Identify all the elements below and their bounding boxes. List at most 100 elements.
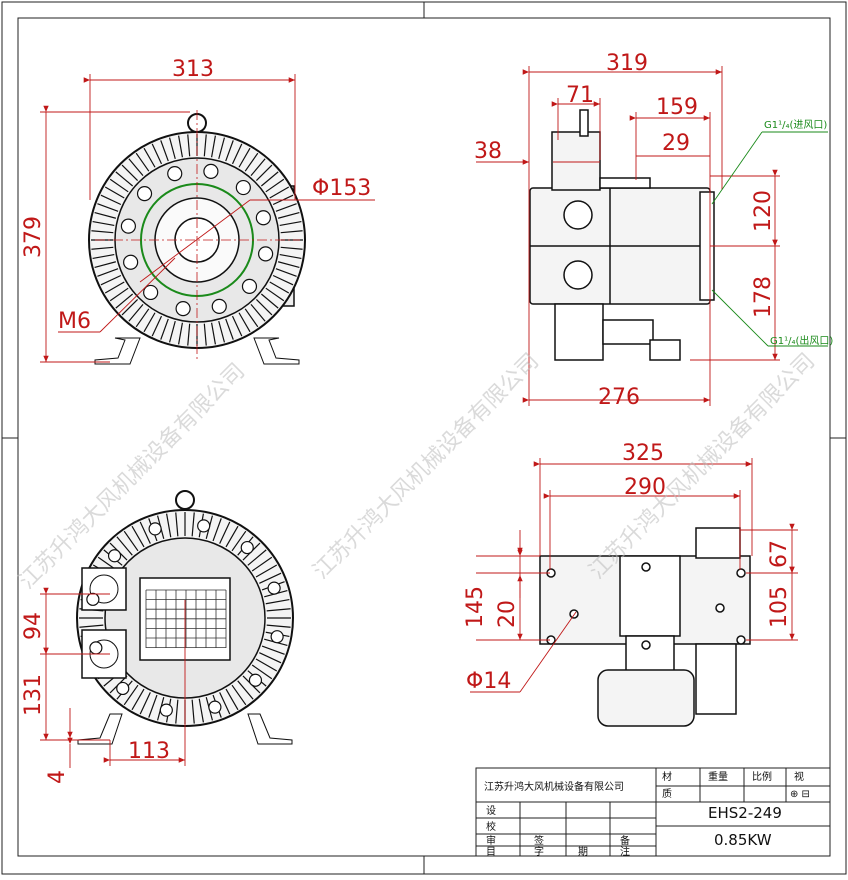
cooling-fin [237, 680, 254, 700]
bolt-hole [241, 278, 258, 294]
cooling-fin [135, 308, 150, 328]
dim-side-overall: 319 [606, 51, 648, 76]
watermark-2: 江苏升鸿大风机械设备有限公司 [309, 349, 544, 584]
title-block [475, 767, 831, 857]
bolt-hole [208, 700, 222, 714]
dim-thread: M6 [58, 309, 91, 334]
title-model: EHS2-249 [708, 804, 782, 822]
label-inlet: G1¹/₄(进风口) [764, 119, 827, 131]
cooling-fin [151, 143, 163, 165]
cooling-fin [191, 512, 195, 537]
dim-bottom-145: 145 [463, 586, 488, 628]
cooling-fin [275, 268, 297, 277]
title-company: 江苏升鸿大风机械设备有限公司 [484, 780, 624, 793]
title-view: 视 [794, 770, 804, 783]
cooling-fin [104, 281, 125, 294]
cooling-fin [225, 525, 239, 548]
cooling-fin [94, 211, 117, 219]
cooling-fin [97, 268, 119, 277]
cooling-fin [247, 549, 267, 566]
cooling-fin [255, 658, 278, 672]
cooling-fin [91, 230, 114, 234]
cooling-fin [191, 699, 195, 724]
cooling-fin [260, 171, 279, 187]
cooling-fin [250, 303, 266, 322]
cooling-fin [100, 194, 122, 206]
bolt-hole [89, 641, 103, 655]
cooling-fin [92, 221, 115, 227]
cooling-fin [238, 147, 251, 168]
dim-side-38: 38 [474, 139, 502, 164]
cooling-fin [279, 221, 302, 227]
title-material: 材 [662, 770, 672, 783]
bolt-hole [235, 179, 251, 196]
title-design: 设 [486, 805, 496, 817]
cooling-fin [135, 152, 150, 172]
bolt-hole [159, 703, 173, 717]
cooling-fin [231, 684, 247, 706]
cooling-fin [97, 203, 119, 212]
cooling-fin [265, 287, 285, 302]
bolt-hole [167, 166, 183, 182]
cooling-fin [269, 186, 290, 199]
cooling-fin [212, 518, 222, 542]
cooling-fin [131, 688, 145, 711]
bolt-hole [258, 246, 274, 262]
cooling-fin [277, 261, 300, 269]
dim-side-71: 71 [566, 83, 594, 108]
cooling-fin [231, 315, 243, 337]
dim-bottom-105: 105 [767, 586, 792, 628]
cooling-fin [175, 699, 179, 724]
bolt-hole [136, 186, 153, 202]
bolt-hole [211, 298, 227, 314]
cooling-fin [238, 312, 251, 333]
cooling-fin [203, 323, 207, 346]
cooling-fin [210, 322, 216, 345]
cooling-fin [94, 261, 117, 269]
cooling-fin [187, 323, 191, 346]
dim-rear-131: 131 [21, 674, 46, 716]
bolt-hole [197, 519, 211, 533]
cooling-fin [131, 525, 145, 548]
cooling-fin [218, 320, 226, 343]
cooling-fin [143, 147, 156, 168]
bolt-hole [120, 218, 136, 234]
cooling-fin [91, 246, 114, 250]
title-char: 字 [534, 845, 544, 858]
bolt-hole [143, 284, 159, 301]
title-weight: 重量 [708, 770, 728, 783]
cooling-fin [255, 164, 273, 182]
cooling-fin [104, 186, 125, 199]
bolt-hole [123, 254, 139, 270]
cooling-fin [168, 320, 176, 343]
cooling-fin [269, 281, 290, 294]
cooling-fin [109, 178, 129, 193]
cooling-fin [225, 140, 234, 162]
cooling-fin [203, 134, 207, 157]
cooling-fin [121, 298, 139, 316]
cooling-fin [225, 318, 234, 340]
cooling-fin [266, 608, 291, 612]
cooling-fin [139, 692, 151, 715]
side-view [529, 109, 715, 361]
bolt-hole [148, 522, 162, 536]
cooling-fin [219, 521, 231, 544]
cooling-fin [139, 521, 151, 544]
title-date: 期 [578, 846, 588, 858]
cooling-fin [151, 315, 163, 337]
dim-rear-4: 4 [45, 770, 70, 784]
front-view-dimensions [40, 74, 375, 363]
bolt-hole [255, 210, 271, 226]
cooling-fin [259, 572, 282, 584]
cooling-fin [160, 318, 169, 340]
title-item: 目 [486, 847, 496, 858]
cooling-fin [210, 135, 216, 158]
cooling-fin [123, 530, 139, 552]
title-drawn: 审 [486, 834, 496, 847]
cooling-fin [121, 164, 139, 182]
rear-view-dimensions [40, 587, 186, 768]
cooling-fin [143, 312, 156, 333]
title-note: 注 [620, 845, 630, 858]
